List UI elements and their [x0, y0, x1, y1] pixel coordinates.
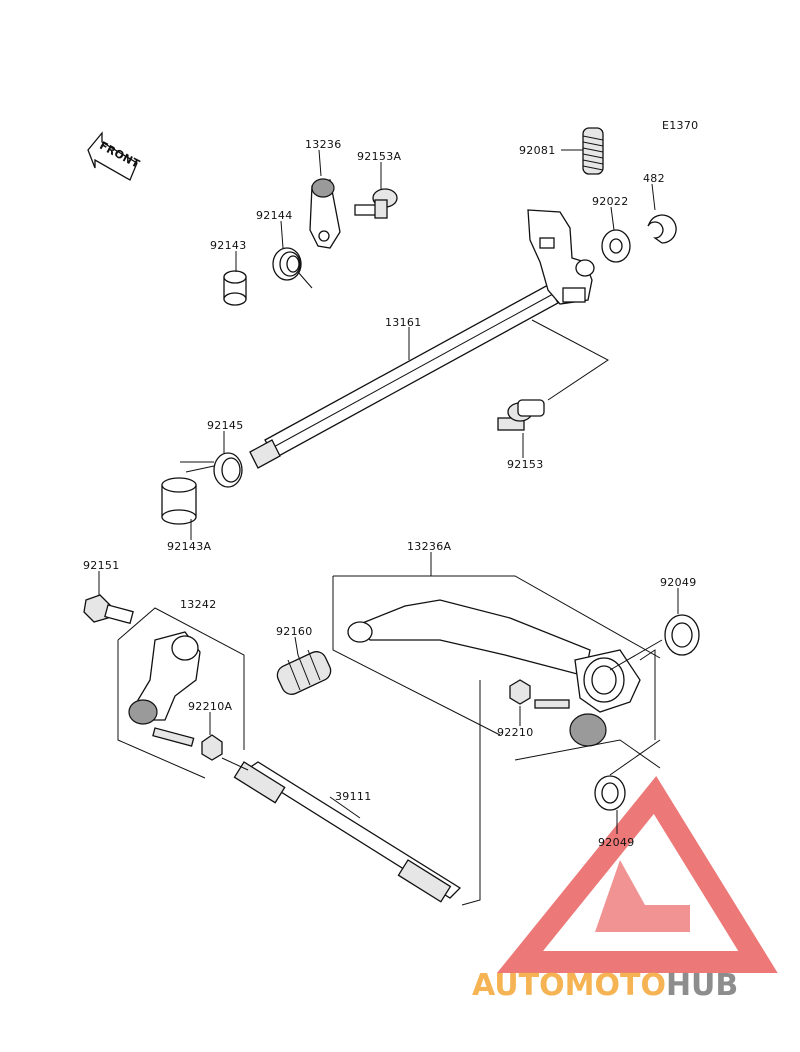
- front-arrow-icon: FRONT: [87, 131, 142, 181]
- label-92143A: 92143A: [167, 540, 211, 553]
- label-92049-top: 92049: [660, 576, 697, 589]
- pedal-13236A: [347, 599, 641, 747]
- diagram-code: E1370: [662, 119, 698, 132]
- label-482: 482: [643, 172, 665, 185]
- shift-shaft-13161: [249, 209, 595, 469]
- spring-92144: [272, 247, 313, 289]
- bolt-92153A: [354, 188, 398, 219]
- label-92144: 92144: [256, 209, 293, 222]
- label-92022: 92022: [592, 195, 629, 208]
- label-92151: 92151: [83, 559, 120, 572]
- spring-92081: [582, 127, 604, 175]
- leader-lines: [98, 149, 679, 906]
- label-13161: 13161: [385, 316, 422, 329]
- part-labels: 13236 92153A 92144 92143 92081 92022 482…: [83, 138, 697, 849]
- tie-rod-39111: [233, 761, 462, 903]
- nut-92210: [509, 679, 531, 705]
- label-39111: 39111: [335, 790, 372, 803]
- label-92210A: 92210A: [188, 700, 232, 713]
- label-92153A: 92153A: [357, 150, 401, 163]
- label-13242: 13242: [180, 598, 217, 611]
- lever-13242: [128, 631, 201, 747]
- watermark-part2: HUB: [666, 968, 738, 1003]
- label-92145: 92145: [207, 419, 244, 432]
- label-92049-bottom: 92049: [598, 836, 635, 849]
- nut-92210A: [201, 734, 223, 761]
- label-92153: 92153: [507, 458, 544, 471]
- label-13236A: 13236A: [407, 540, 451, 553]
- watermark-text: AUTOMOTOHUB: [472, 968, 738, 1003]
- collar-92143: [223, 270, 247, 306]
- svg-text:AUTOMOTOHUB: AUTOMOTOHUB: [472, 968, 738, 1003]
- seal-92049-bottom: [594, 775, 626, 811]
- label-92160: 92160: [276, 625, 313, 638]
- label-13236: 13236: [305, 138, 342, 151]
- seal-92049-top: [664, 614, 700, 656]
- arm-13236: [309, 178, 341, 249]
- watermark-part1: AUTOMOTO: [472, 968, 666, 1003]
- label-92143: 92143: [210, 239, 247, 252]
- circlip-482: [647, 214, 677, 244]
- spring-92145: [180, 452, 243, 488]
- label-92210: 92210: [497, 726, 534, 739]
- bolt-92151: [83, 594, 134, 625]
- spring-92160: [276, 649, 332, 695]
- bolt-92153: [497, 399, 545, 431]
- collar-92143A: [161, 477, 197, 525]
- label-92081: 92081: [519, 144, 556, 157]
- watermark-logo: [496, 776, 778, 973]
